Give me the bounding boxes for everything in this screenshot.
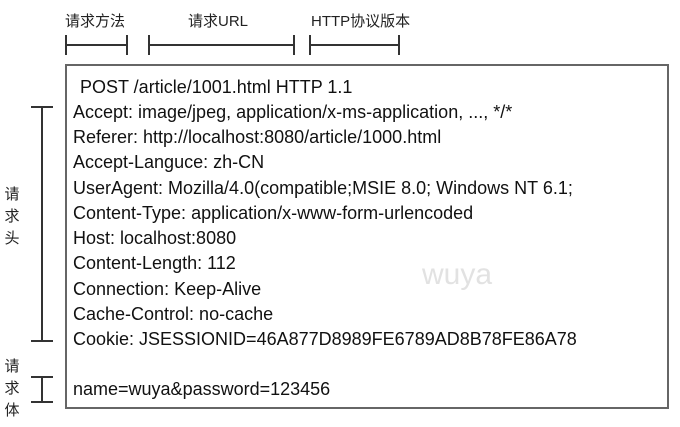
label-request-url: 请求URL [188, 13, 249, 30]
header-line: Content-Length: 112 [73, 253, 236, 273]
label-http-version: HTTP协议版本 [311, 13, 411, 30]
bracket-request-url [148, 35, 295, 55]
header-line: Accept: image/jpeg, application/x-ms-app… [73, 102, 513, 122]
bracket-http-version [309, 35, 400, 55]
header-line: Accept-Languce: zh-CN [73, 152, 265, 172]
http-request-box [65, 64, 669, 409]
label-request-headers: 请 求 头 [4, 186, 20, 247]
label-request-method: 请求方法 [65, 13, 126, 30]
label-request-body: 请 求 体 [4, 358, 20, 419]
bracket-request-headers [31, 106, 53, 342]
header-line: Cookie: JSESSIONID=46A877D8989FE6789AD8B… [73, 329, 577, 349]
watermark: wuya [422, 258, 493, 291]
header-line: Content-Type: application/x-www-form-url… [73, 203, 474, 223]
request-body: name=wuya&password=123456 [73, 379, 331, 399]
header-line: UserAgent: Mozilla/4.0(compatible;MSIE 8… [73, 178, 573, 198]
request-line: POST /article/1001.html HTTP 1.1 [80, 77, 353, 97]
header-line: Connection: Keep-Alive [73, 279, 262, 299]
bracket-request-method [65, 35, 128, 55]
bracket-request-body [31, 376, 53, 403]
header-line: Cache-Control: no-cache [73, 304, 274, 324]
header-line: Referer: http://localhost:8080/article/1… [73, 127, 442, 147]
header-line: Host: localhost:8080 [73, 228, 237, 248]
